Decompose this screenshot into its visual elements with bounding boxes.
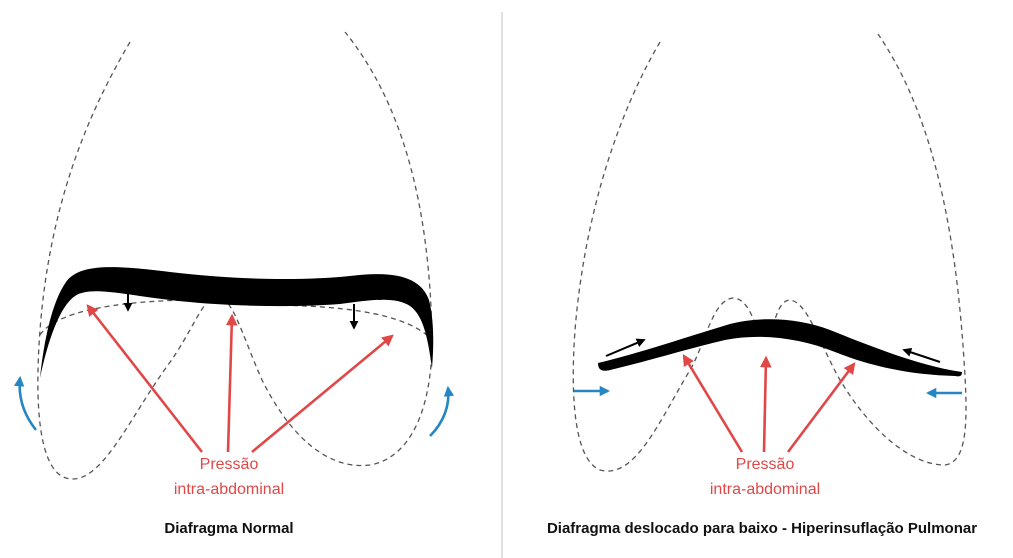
left-pressure-arrow-right [252,336,392,452]
right-pressure-arrow-center [764,358,766,452]
right-panel: Pressão intra-abdominal Diafragma desloc… [547,34,977,537]
left-expansion-arrow-right [430,388,448,436]
left-pressure-label-line1: Pressão [200,456,259,473]
right-pressure-label-line1: Pressão [736,456,795,473]
left-caption: Diafragma Normal [164,520,293,537]
left-diaphragm [40,267,433,378]
left-expansion-arrow-left [20,378,36,430]
left-thorax-outline [38,32,432,479]
right-thorax-outline [573,34,966,471]
right-caption: Diafragma deslocado para baixo - Hiperin… [547,520,977,537]
left-panel: Pressão intra-abdominal Diafragma Normal [20,32,449,537]
right-pressure-arrow-right [788,364,854,452]
left-pressure-arrow-left [88,306,202,452]
right-pressure-arrow-left [684,356,742,452]
right-diaphragm [598,319,962,376]
right-pressure-label-line2: intra-abdominal [710,481,820,498]
left-pressure-label-line2: intra-abdominal [174,481,284,498]
left-pressure-arrow-center [228,316,232,452]
